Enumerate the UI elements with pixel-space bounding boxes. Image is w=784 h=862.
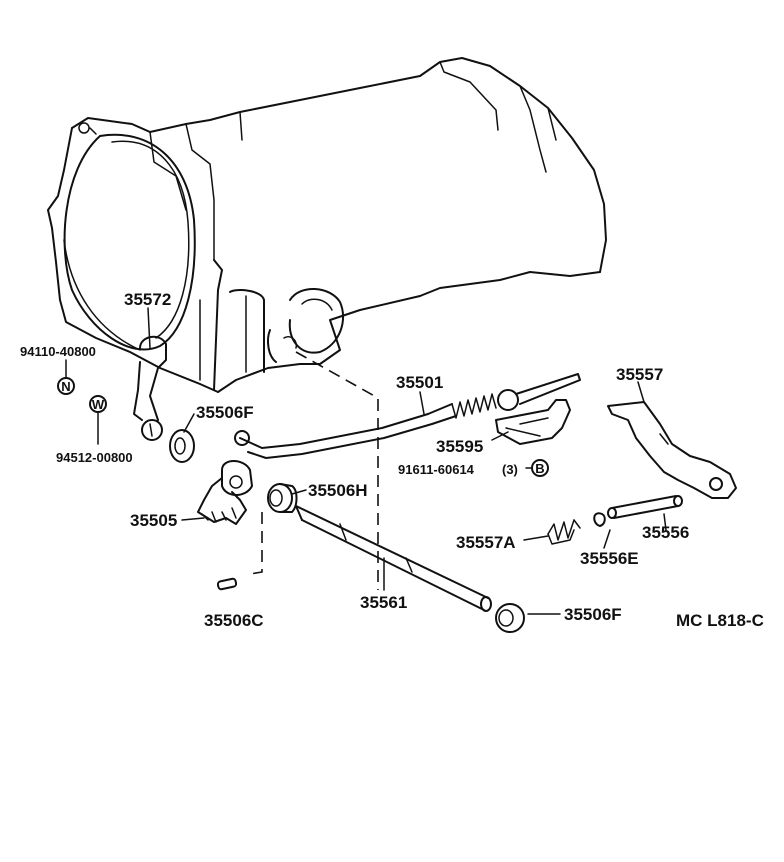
label-quantity-3: (3) (502, 462, 518, 477)
label-91611-60614: 91611-60614 (398, 462, 475, 477)
part-35506F-bushing-left (169, 429, 195, 463)
label-35506F-right: 35506F (564, 605, 622, 624)
label-35561: 35561 (360, 593, 407, 612)
transmission-case (47, 57, 607, 393)
bolt-B-symbol: B (535, 461, 544, 476)
part-35572-bracket (133, 335, 167, 441)
label-35501: 35501 (396, 373, 443, 392)
label-35556E: 35556E (580, 549, 639, 568)
label-94512-00800: 94512-00800 (56, 450, 133, 465)
part-35561-shaft (295, 505, 492, 612)
label-35556: 35556 (642, 523, 689, 542)
label-35506C: 35506C (204, 611, 264, 630)
washer-W-symbol: W (92, 397, 105, 412)
label-94110-40800: 94110-40800 (20, 344, 96, 359)
label-35506H: 35506H (308, 481, 368, 500)
label-35595: 35595 (436, 437, 483, 456)
nut-N-symbol: N (61, 379, 70, 394)
nut-N-icon: N (57, 377, 75, 395)
part-35595-bracket (495, 399, 571, 445)
label-35506F-left: 35506F (196, 403, 254, 422)
alignment-line-pin (249, 512, 263, 575)
leader-lines (65, 307, 667, 615)
part-35506H-bushing (267, 483, 298, 513)
part-35556-pin (607, 495, 683, 519)
washer-W-icon: W (89, 395, 107, 413)
diagram-code: MC L818-C (676, 611, 764, 630)
part-35506F-bushing-right (495, 603, 525, 633)
part-35501-rod (234, 373, 581, 459)
part-35557A-spring (547, 519, 581, 545)
bolt-B-icon: B (531, 459, 549, 477)
part-35557-lever (607, 401, 737, 499)
part-35556E-clip (593, 512, 606, 527)
label-35557A: 35557A (456, 533, 516, 552)
part-35506C-pin (216, 577, 238, 591)
part-35505-lever (197, 460, 253, 525)
label-35572: 35572 (124, 290, 171, 309)
label-35505: 35505 (130, 511, 177, 530)
alignment-line-case-to-shaft (295, 351, 379, 590)
label-35557: 35557 (616, 365, 663, 384)
